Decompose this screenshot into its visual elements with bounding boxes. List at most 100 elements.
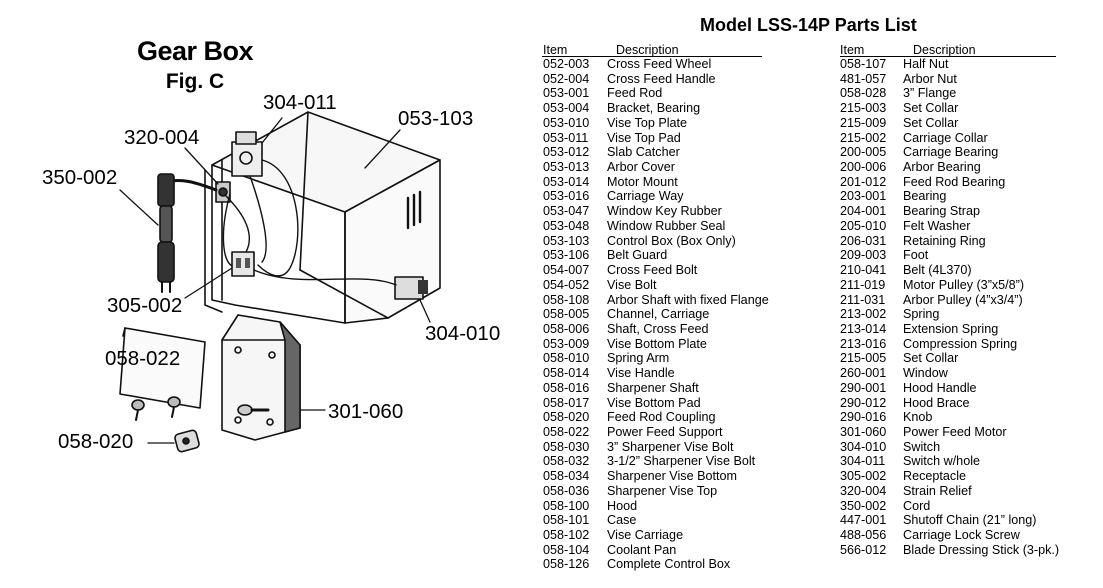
part-description: Motor Pulley (3”x5/8”): [903, 277, 1025, 292]
part-number: 058-005: [543, 307, 590, 322]
part-description: Sharpener Shaft: [607, 380, 699, 395]
part-description: Carriage Collar: [903, 130, 988, 145]
leader-lines: [119, 117, 431, 444]
gear-box-diagram: Gear Box Fig. C 304-011 053-103 320-004 …: [0, 0, 530, 588]
part-number: 053-047: [543, 204, 590, 219]
part-number: 053-048: [543, 218, 590, 233]
part-description: Half Nut: [903, 57, 949, 71]
part-description: Hood: [607, 498, 638, 513]
part-description: Cross Feed Wheel: [607, 57, 712, 71]
column-header: Item Description: [543, 43, 833, 57]
part-number: 215-003: [840, 101, 887, 116]
part-number: 209-003: [840, 248, 887, 263]
part-description: Slab Catcher: [607, 145, 680, 160]
callout-053-103: 053-103: [398, 107, 474, 130]
exploded-view-drawing: [119, 111, 441, 453]
figure-subtitle: Fig. C: [165, 70, 225, 93]
part-number: 215-002: [840, 130, 887, 145]
item-header: Item: [543, 43, 568, 57]
part-description: Strain Relief: [903, 483, 972, 498]
part-description: Sharpener Vise Top: [607, 483, 718, 498]
part-number: 053-010: [543, 115, 590, 130]
part-description: Shutoff Chain (21” long): [903, 513, 1037, 528]
part-number: 058-126: [543, 557, 590, 572]
parts-row: 058-107 Half Nut: [840, 57, 1095, 72]
part-number: 211-019: [840, 277, 886, 292]
part-number: 058-107: [840, 57, 887, 71]
part-number: 058-100: [543, 498, 590, 513]
part-description: Bracket, Bearing: [607, 101, 701, 116]
part-description: 3” Sharpener Vise Bolt: [607, 439, 734, 454]
control-box-drawing: [204, 111, 441, 324]
power-feed-motor-drawing: [221, 314, 301, 441]
part-number: 210-041: [840, 263, 887, 278]
parts-row: 053-013 Arbor Cover: [543, 160, 833, 175]
part-description: Arbor Shaft with fixed Flange: [607, 292, 769, 307]
part-description: Compression Spring: [903, 336, 1018, 351]
part-description: Arbor Cover: [607, 160, 675, 175]
callout-304-011: 304-011: [263, 91, 337, 114]
part-description: Feed Rod Coupling: [607, 410, 716, 425]
part-description: Vise Carriage: [607, 528, 684, 542]
item-header: Item: [840, 43, 865, 57]
part-description: 3” Flange: [903, 86, 957, 101]
part-number: 305-002: [840, 469, 887, 484]
part-number: 053-001: [543, 86, 590, 101]
parts-list: Model LSS-14P Parts List Item Descriptio…: [540, 0, 1100, 588]
part-number: 054-052: [543, 277, 590, 292]
header-rule-right: [840, 56, 1056, 57]
part-description: Control Box (Box Only): [607, 233, 736, 248]
part-number: 213-002: [840, 307, 887, 322]
parts-row: 058-100 Hood: [543, 499, 833, 514]
part-number: 290-001: [840, 380, 887, 395]
part-description: Window Rubber Seal: [607, 218, 726, 233]
part-number: 204-001: [840, 204, 887, 219]
part-number: 304-010: [840, 439, 887, 454]
part-number: 058-108: [543, 292, 590, 307]
part-description: Window Key Rubber: [607, 204, 722, 219]
part-number: 215-005: [840, 351, 887, 366]
parts-row: 053-047 Window Key Rubber: [543, 204, 833, 219]
part-number: 215-009: [840, 115, 887, 130]
part-number: 566-012: [840, 542, 887, 557]
part-description: Carriage Way: [607, 189, 684, 204]
part-number: 058-034: [543, 469, 590, 484]
part-description: Window: [903, 366, 948, 381]
callout-304-010: 304-010: [425, 322, 501, 345]
part-description: Set Collar: [903, 101, 959, 116]
part-number: 058-006: [543, 321, 590, 336]
part-number: 053-013: [543, 160, 590, 175]
callout-320-004: 320-004: [124, 126, 200, 149]
callout-058-020: 058-020: [58, 430, 134, 453]
part-description: Cross Feed Handle: [607, 71, 716, 86]
